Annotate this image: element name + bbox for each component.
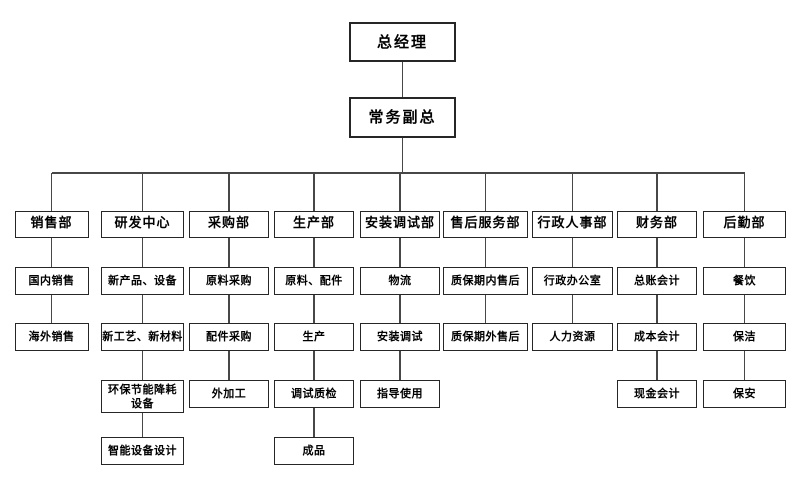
connector-line xyxy=(399,295,401,323)
node-production-2: 生产 xyxy=(274,323,354,351)
node-purchasing-1: 原料采购 xyxy=(189,267,269,295)
connector-line xyxy=(141,413,144,437)
connector-line xyxy=(399,351,401,380)
node-logistics-3: 保安 xyxy=(703,380,786,408)
connector-line xyxy=(656,238,658,267)
connector-line xyxy=(399,238,401,267)
connector-line xyxy=(743,351,746,380)
connector-line xyxy=(743,238,746,267)
node-logistics-1: 餐饮 xyxy=(703,267,786,295)
connector-line xyxy=(656,295,658,323)
node-production-1: 原料、配件 xyxy=(274,267,354,295)
connector-line xyxy=(228,295,230,323)
connector-line xyxy=(141,351,144,380)
connector-line xyxy=(571,295,574,323)
node-purchasing-3: 外加工 xyxy=(189,380,269,408)
connector-line xyxy=(401,138,404,173)
connector-line xyxy=(50,173,53,211)
connector-line xyxy=(228,238,230,267)
connector-line xyxy=(401,62,404,97)
connector-line xyxy=(313,173,315,211)
box-general-manager: 总经理 xyxy=(349,22,456,62)
box-deputy-general-manager: 常务副总 xyxy=(349,97,456,138)
node-finance-1: 总账会计 xyxy=(617,267,697,295)
dept-box-installation: 安装调试部 xyxy=(360,211,440,238)
connector-line xyxy=(50,295,53,323)
dept-box-finance: 财务部 xyxy=(617,211,697,238)
connector-line xyxy=(656,173,658,211)
node-purchasing-2: 配件采购 xyxy=(189,323,269,351)
node-sales-1: 国内销售 xyxy=(14,267,89,295)
dept-box-sales: 销售部 xyxy=(14,211,89,238)
connector-line xyxy=(484,173,487,211)
connector-line xyxy=(228,173,230,211)
node-logistics-2: 保洁 xyxy=(703,323,786,351)
connector-line xyxy=(656,351,658,380)
node-installation-1: 物流 xyxy=(360,267,440,295)
node-admin-hr-1: 行政办公室 xyxy=(532,267,613,295)
connector-line xyxy=(484,238,487,267)
node-after-sales-1: 质保期内售后 xyxy=(443,267,528,295)
dept-box-production: 生产部 xyxy=(274,211,354,238)
dept-box-logistics: 后勤部 xyxy=(703,211,786,238)
node-rnd-center-4: 智能设备设计 xyxy=(101,437,184,465)
node-rnd-center-3: 环保节能降耗 设备 xyxy=(101,380,184,413)
connector-line xyxy=(313,351,315,380)
connector-line xyxy=(399,173,401,211)
connector-line xyxy=(313,408,315,437)
connector-line xyxy=(228,351,230,380)
connector-line xyxy=(313,238,315,267)
node-installation-3: 指导使用 xyxy=(360,380,440,408)
connector-line xyxy=(141,238,144,267)
dept-box-after-sales: 售后服务部 xyxy=(443,211,528,238)
connector-line xyxy=(484,295,487,323)
node-rnd-center-1: 新产品、设备 xyxy=(101,267,184,295)
connector-line xyxy=(743,173,746,211)
node-after-sales-2: 质保期外售后 xyxy=(443,323,528,351)
node-finance-2: 成本会计 xyxy=(617,323,697,351)
connector-line xyxy=(743,295,746,323)
node-sales-2: 海外销售 xyxy=(14,323,89,351)
dept-box-rnd-center: 研发中心 xyxy=(101,211,184,238)
node-admin-hr-2: 人力资源 xyxy=(532,323,613,351)
connector-line xyxy=(571,238,574,267)
node-production-4: 成品 xyxy=(274,437,354,465)
connector-line xyxy=(313,295,315,323)
connector-line xyxy=(141,295,144,323)
dept-box-purchasing: 采购部 xyxy=(189,211,269,238)
connector-line xyxy=(571,173,574,211)
dept-box-admin-hr: 行政人事部 xyxy=(532,211,613,238)
connector-line xyxy=(50,238,53,267)
node-production-3: 调试质检 xyxy=(274,380,354,408)
connector-line xyxy=(141,173,144,211)
connector-line xyxy=(51,172,745,174)
node-rnd-center-2: 新工艺、新材料 xyxy=(101,323,184,351)
node-installation-2: 安装调试 xyxy=(360,323,440,351)
node-finance-3: 现金会计 xyxy=(617,380,697,408)
